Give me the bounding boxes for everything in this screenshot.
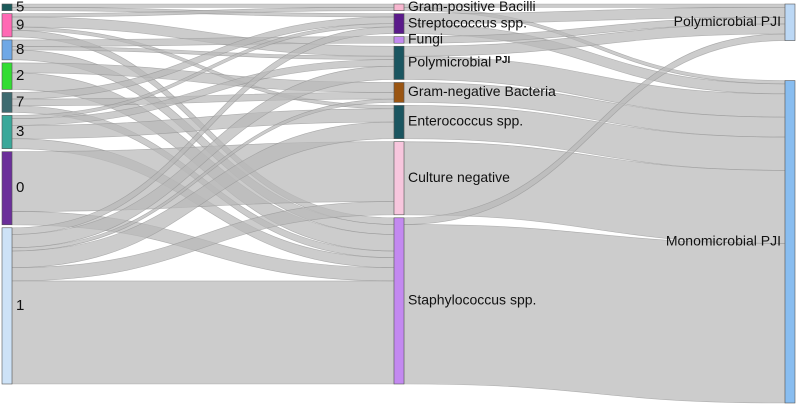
node-label-gnb: Gram-negative Bacteria [408,83,556,99]
node-label-c7: 7 [16,93,24,110]
node-polypji [784,3,796,41]
node-staph [393,217,405,385]
node-label-c1: 1 [16,297,24,314]
link-c1-staph [11,280,395,385]
node-culneg [393,141,405,216]
node-poly [393,45,405,80]
node-c0 [1,151,13,226]
link-staph-monopji [403,224,786,404]
labels-layer: 59 8 2 7 3 0 1 Gram-positive BacilliStreptococc… [16,0,781,314]
node-label-gpb: Gram-positive Bacilli [408,0,536,14]
node-label-staph: Staphylococcus spp. [408,292,536,308]
node-label-c0: 0 [16,179,24,196]
node-label-c3: 3 [16,123,24,140]
node-gnb [393,82,405,103]
node-label-monopji: Monomicrobial PJI [666,232,781,248]
node-c5 [1,3,13,11]
node-strep [393,13,405,34]
node-label-culneg: Culture negative [408,169,510,185]
node-c1 [1,227,13,385]
node-label-sup-poly: PJI [495,55,510,66]
node-label-c8: 8 [16,41,24,58]
link-c5-gpb [11,3,395,8]
node-label-c9: 9 [16,16,24,33]
node-label-entero: Enterococcus spp. [408,113,523,129]
node-monopji [784,80,796,404]
node-gpb [393,3,405,11]
node-label-c2: 2 [16,67,24,84]
node-label-polypji: Polymicrobial PJI [674,13,781,29]
node-c9 [1,13,13,38]
node-fungi [393,36,405,44]
node-c7 [1,92,13,113]
nodes-layer [1,3,796,404]
node-label-strep: Streptococcus spp. [408,14,527,30]
node-c2 [1,62,13,90]
node-c8 [1,39,13,61]
node-c3 [1,115,13,149]
node-label-fungi: Fungi [408,31,443,47]
node-label-c5: 5 [16,0,24,15]
node-entero [393,105,405,139]
